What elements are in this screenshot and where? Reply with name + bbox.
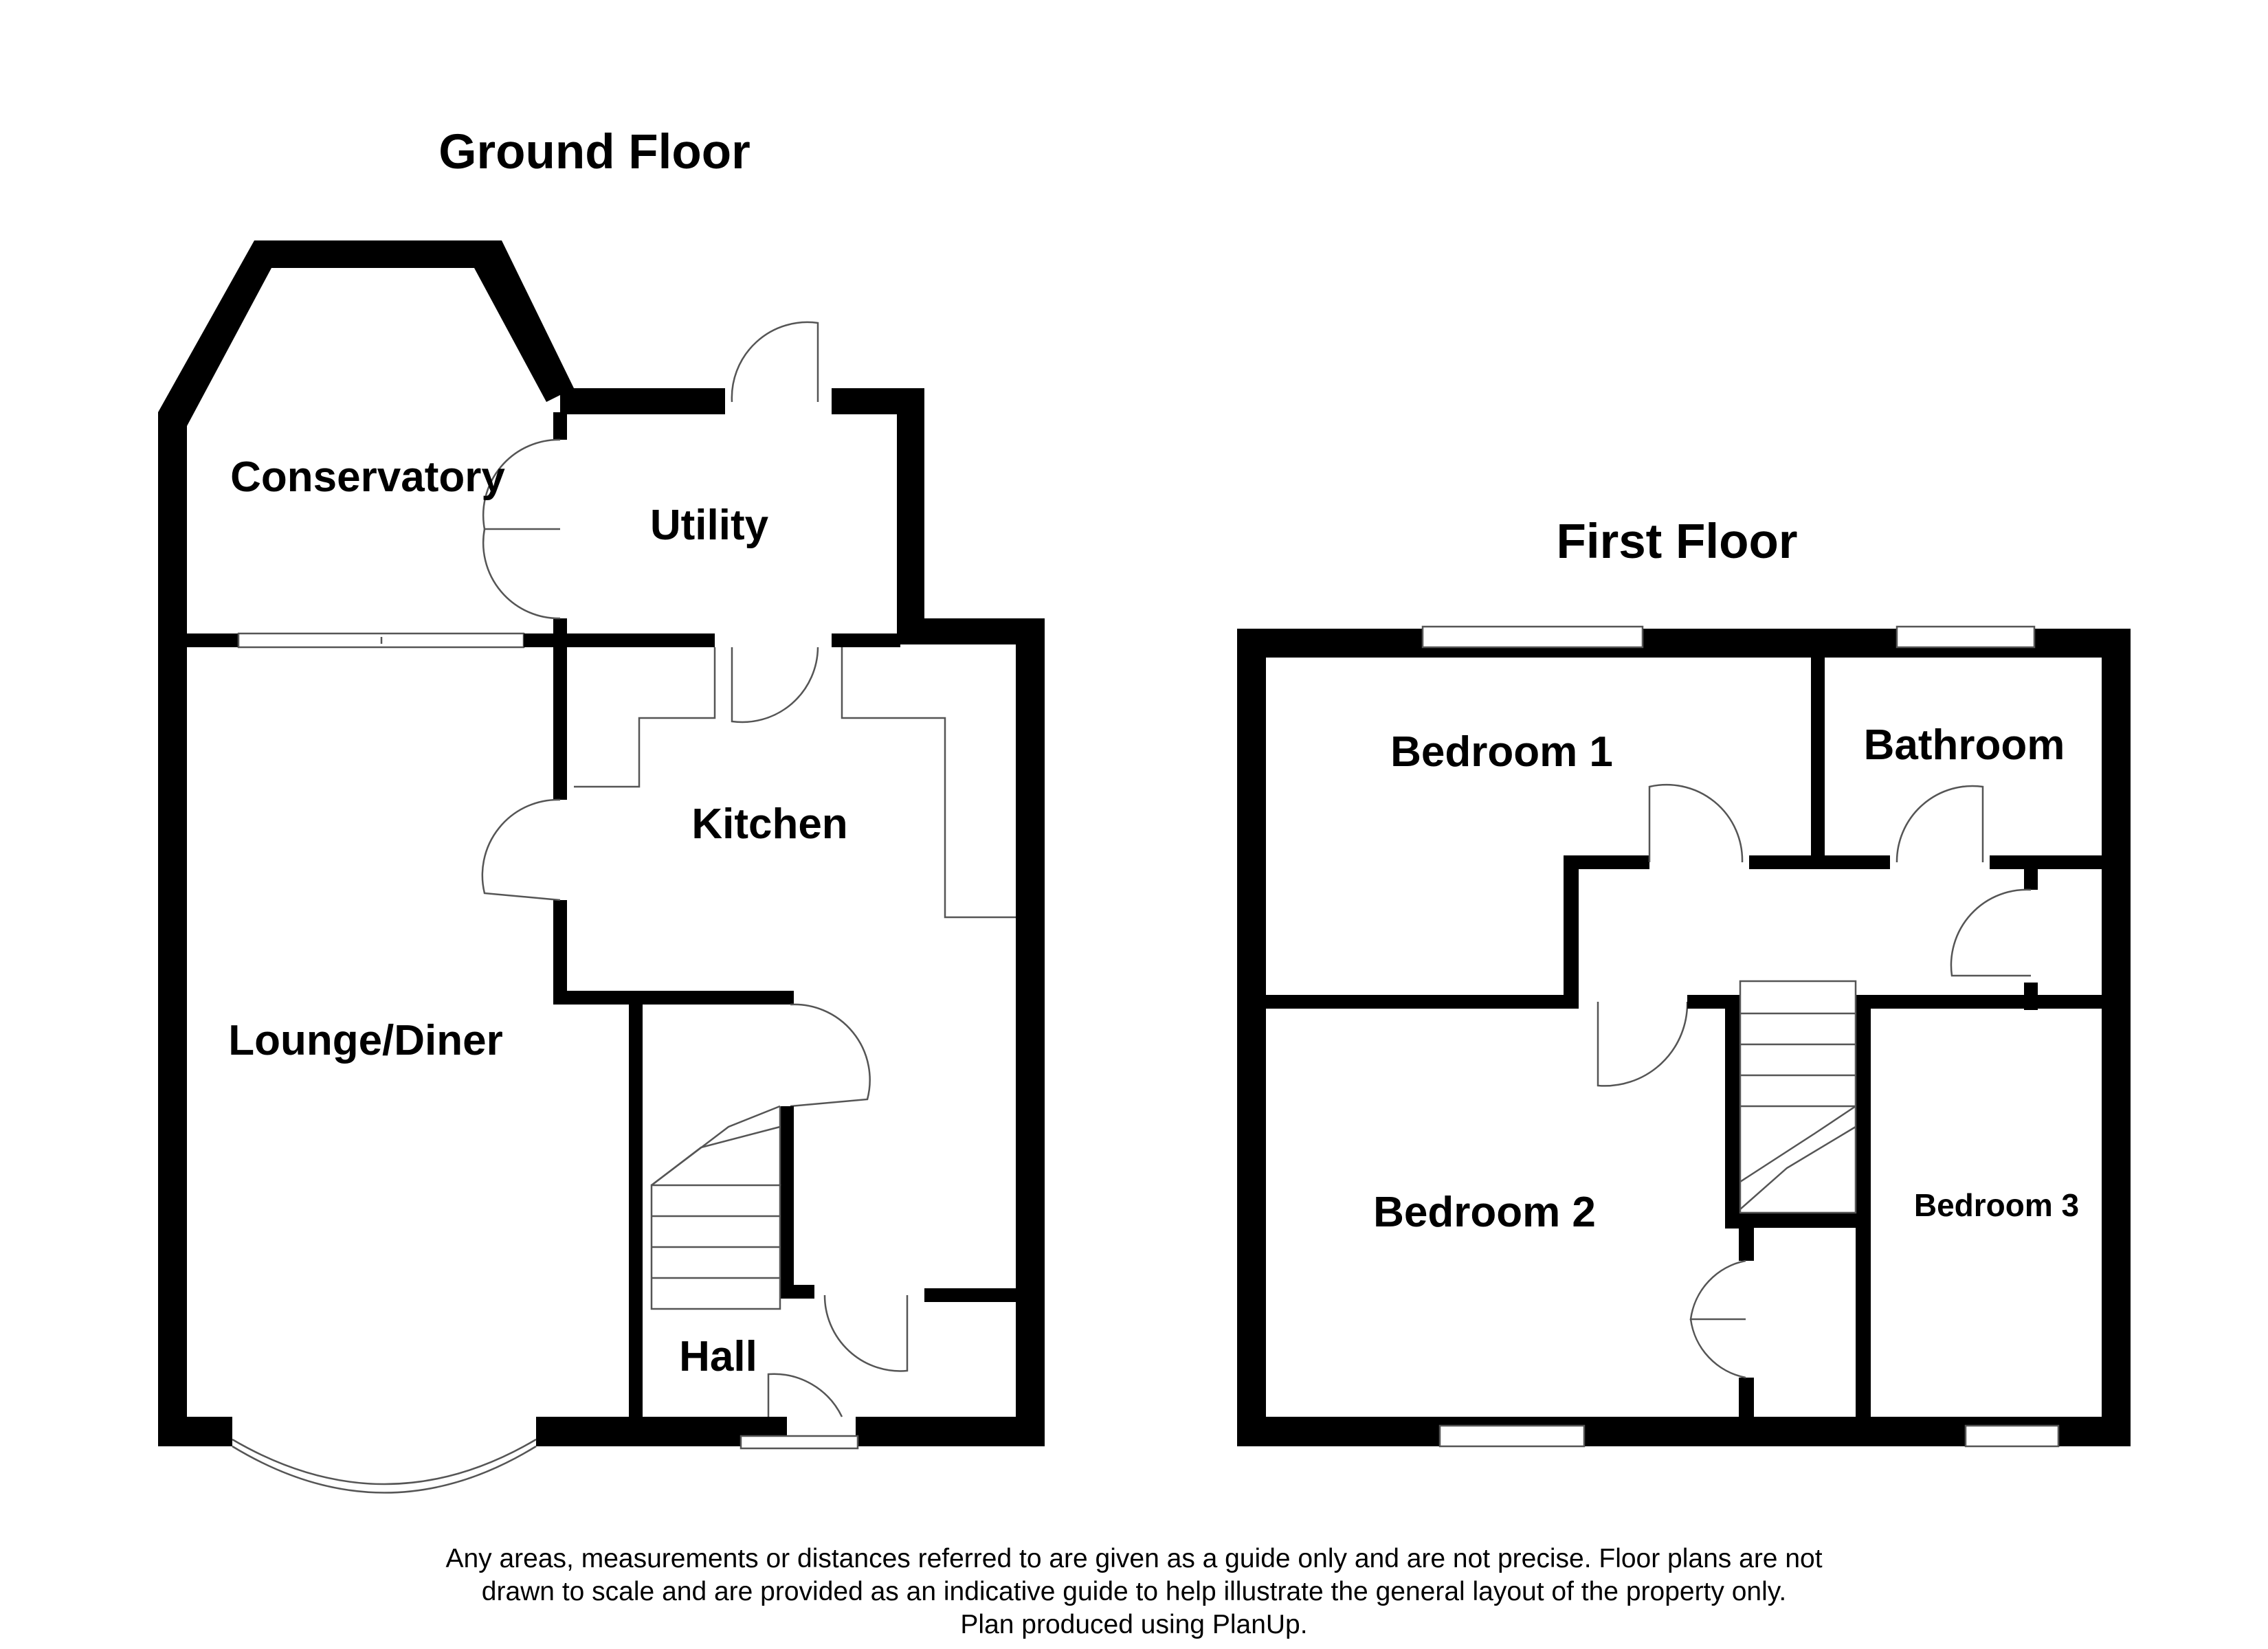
room-label-bathroom: Bathroom <box>1864 721 2065 769</box>
kitchen-hall-wall <box>553 991 794 1005</box>
room-label-kitchen: Kitchen <box>691 800 847 848</box>
bed1-bath-wall <box>1811 658 1825 860</box>
bedroom3-window <box>1964 1424 2060 1448</box>
bedroom2-window <box>1438 1424 1586 1448</box>
first-floor-title: First Floor <box>1556 515 1797 569</box>
stair-wall <box>780 1106 794 1299</box>
double-door-bottom <box>482 528 561 620</box>
ground-stairs <box>650 1105 781 1310</box>
bedroom1-door <box>1648 783 1744 863</box>
bed1-bed2-wall <box>1266 995 1579 1009</box>
front-door <box>767 1373 843 1417</box>
landing-top-wall-3 <box>1990 855 2102 869</box>
wardrobe-wall-top <box>1739 1226 1754 1261</box>
lounge-bottom-wall-left <box>158 1417 232 1446</box>
lounge-kitchen-wall-top <box>553 647 567 800</box>
wardrobe-door-bottom <box>1689 1319 1746 1379</box>
bedroom3-left-wall <box>1856 995 1871 1446</box>
front-door-step <box>740 1435 859 1450</box>
bay-window-inner <box>232 1438 537 1485</box>
bedroom1-window <box>1421 625 1644 649</box>
kitchen-bottom-wall <box>856 1417 1045 1446</box>
room-label-conservatory: Conservatory <box>230 453 505 501</box>
first-floor-plan <box>1237 625 2131 1448</box>
airing-cupboard-door <box>1950 888 2032 977</box>
utility-kitchen-door <box>731 647 819 723</box>
room-label-lounge-diner: Lounge/Diner <box>228 1017 503 1064</box>
landing-top-wall-2 <box>1749 855 1890 869</box>
first-right-wall <box>2102 629 2131 1446</box>
utility-kitchen-wall-left <box>560 633 715 647</box>
airing-cupboard-wall-top <box>2024 869 2038 890</box>
conservatory-utility-wall-bottom <box>553 618 567 647</box>
disclaimer-line-3: Plan produced using PlanUp. <box>960 1610 1308 1639</box>
conservatory-lounge-wall-left <box>187 633 238 647</box>
lounge-kitchen-wall-bottom <box>553 900 567 1005</box>
wardrobe-door-top <box>1689 1259 1746 1321</box>
utility-kitchen-wall-right <box>832 633 900 647</box>
utility-right-wall <box>897 388 924 644</box>
landing-left-wall <box>1564 855 1579 1007</box>
ground-floor-title: Ground Floor <box>438 125 751 179</box>
stair-wall-foot <box>780 1285 814 1299</box>
room-label-bedroom2: Bedroom 2 <box>1373 1189 1596 1236</box>
disclaimer-line-2: drawn to scale and are provided as an in… <box>481 1577 1787 1606</box>
room-label-utility: Utility <box>650 502 769 549</box>
bathroom-door <box>1895 785 1984 863</box>
hall-inner-door <box>823 1294 909 1372</box>
cupboard-wall <box>924 1288 1017 1302</box>
room-label-bedroom1: Bedroom 1 <box>1390 728 1613 776</box>
wardrobe-wall-bottom <box>1739 1378 1754 1417</box>
utility-back-door <box>731 321 819 403</box>
utility-top-right-wall <box>832 388 924 414</box>
hall-kitchen-door <box>790 1003 871 1108</box>
bedroom3-top-wall <box>1859 995 2102 1009</box>
first-stairs <box>1739 980 1857 1214</box>
utility-top-left-wall <box>560 388 725 414</box>
double-door-top <box>482 438 561 530</box>
kitchen-counter-left <box>574 647 716 788</box>
first-left-wall <box>1237 629 1266 1446</box>
ground-floor-plan <box>158 240 1045 1494</box>
first-stair-wall-left <box>1725 995 1740 1229</box>
lounge-bottom-wall-right <box>536 1417 766 1446</box>
kitchen-counter-right <box>841 647 1016 919</box>
room-label-bedroom3: Bedroom 3 <box>1914 1187 2079 1223</box>
conservatory-utility-wall-top <box>553 412 567 440</box>
landing-wall-bottom <box>1687 995 1735 1009</box>
room-label-hall: Hall <box>679 1333 757 1380</box>
disclaimer-line-1: Any areas, measurements or distances ref… <box>445 1544 1823 1573</box>
hall-left-wall <box>629 991 643 1431</box>
landing-top-wall-1 <box>1564 855 1649 869</box>
first-stair-wall-bottom <box>1725 1213 1863 1228</box>
bathroom-window <box>1895 625 2036 649</box>
lounge-door <box>481 798 561 901</box>
disclaimer: Any areas, measurements or distances ref… <box>385 1543 1883 1641</box>
conservatory-wall <box>158 240 574 1446</box>
kitchen-right-wall <box>1016 618 1045 1446</box>
bedroom2-door <box>1597 1001 1689 1087</box>
bay-window-outer <box>232 1445 537 1494</box>
